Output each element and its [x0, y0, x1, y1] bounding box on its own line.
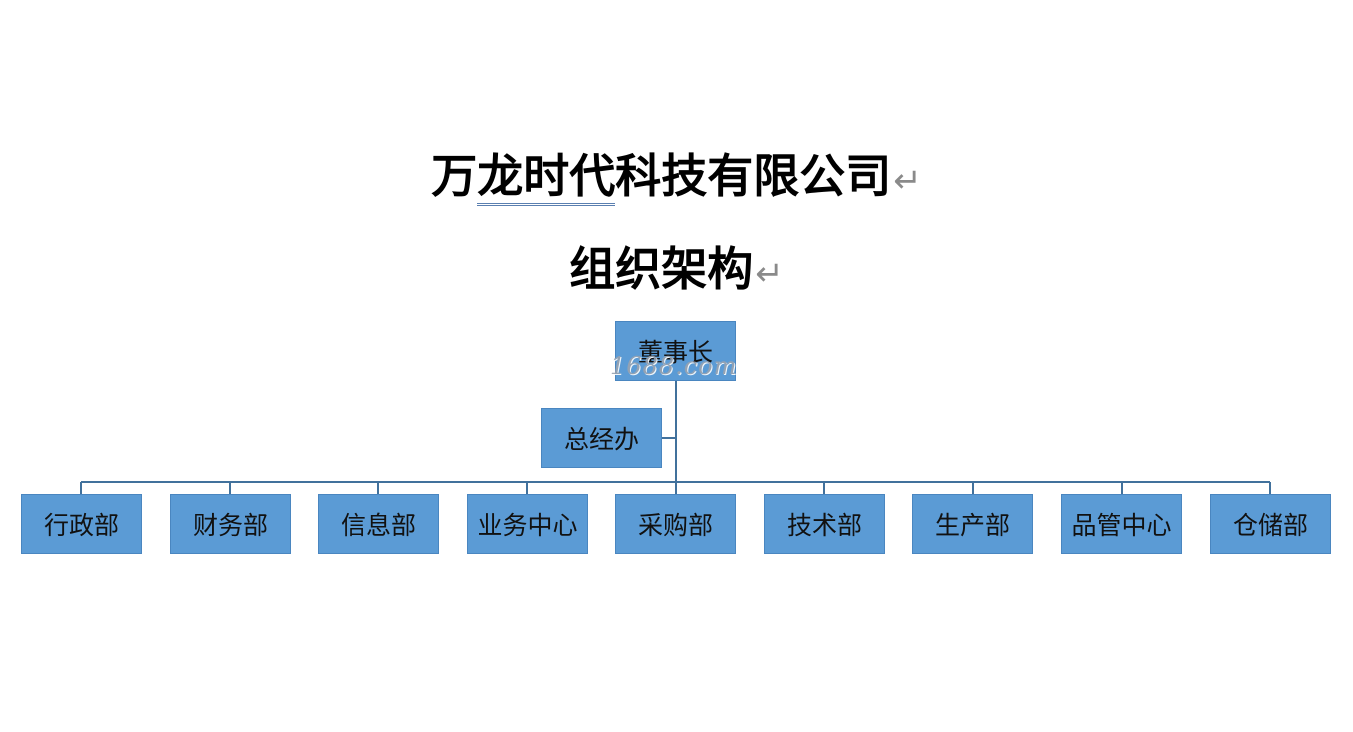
node-department: 品管中心	[1061, 494, 1182, 554]
node-department: 信息部	[318, 494, 439, 554]
node-department: 生产部	[912, 494, 1033, 554]
node-department: 财务部	[170, 494, 291, 554]
company-title-underlined: 龙时代	[477, 149, 616, 206]
node-department: 行政部	[21, 494, 142, 554]
paragraph-mark-icon: ↵	[755, 254, 784, 294]
node-department: 技术部	[764, 494, 885, 554]
subtitle-text: 组织架构	[569, 242, 754, 296]
node-chairman: 董事长	[615, 321, 736, 381]
node-department: 采购部	[615, 494, 736, 554]
company-title: 万龙时代科技有限公司↵	[0, 149, 1353, 206]
paragraph-mark-icon: ↵	[893, 161, 922, 201]
watermark: 1688.com	[610, 352, 738, 380]
node-department: 业务中心	[467, 494, 588, 554]
org-chart-subtitle: 组织架构↵	[0, 246, 1353, 292]
node-general-office: 总经办	[541, 408, 662, 468]
company-title-rest: 科技有限公司	[615, 149, 892, 203]
node-department: 仓储部	[1210, 494, 1331, 554]
company-title-lead: 万	[431, 149, 478, 203]
